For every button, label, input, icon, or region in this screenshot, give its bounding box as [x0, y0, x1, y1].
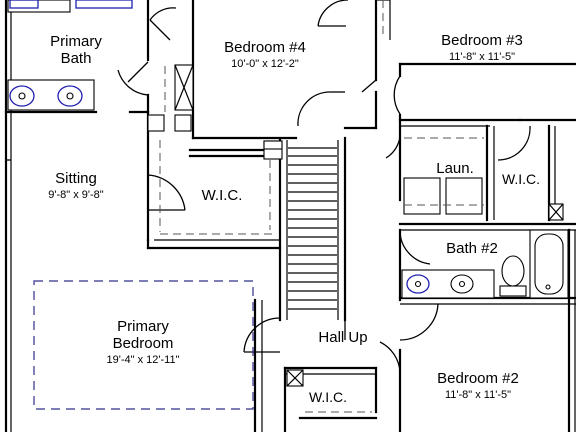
staircase: [288, 147, 337, 310]
wic-bottom-label: W.I.C.: [309, 390, 347, 407]
primary-bath-line1: Primary: [50, 33, 102, 50]
wic-right-label: W.I.C.: [502, 172, 540, 189]
fixtures: [7, 0, 569, 420]
bedroom-4-label: Bedroom #4 10'-0" x 12'-2": [224, 40, 306, 70]
primary-bath-label: Primary Bath: [50, 34, 102, 68]
doors: [6, 0, 531, 373]
sitting-name: Sitting: [55, 170, 97, 187]
bedroom-4-name: Bedroom #4: [224, 39, 306, 56]
bedroom-2-name: Bedroom #2: [437, 370, 519, 387]
hall-name: Hall Up: [318, 329, 368, 346]
primary-bedroom-line1: Primary: [117, 318, 169, 335]
bedroom-3-name: Bedroom #3: [441, 32, 523, 49]
wic-bottom-name: W.I.C.: [308, 389, 348, 405]
wic-center-label: W.I.C.: [202, 188, 243, 205]
laundry-label: Laun.: [436, 161, 474, 178]
bedroom-2-dims: 11'-8" x 11'-5": [444, 388, 512, 401]
wic-center-name: W.I.C.: [201, 187, 243, 204]
bedroom-3-dims: 11'-8" x 11'-5": [448, 50, 516, 63]
sitting-dims: 9'-8" x 9'-8": [48, 188, 104, 201]
wic-right-name: W.I.C.: [501, 171, 541, 187]
bedroom-4-dims: 10'-0" x 12'-2": [231, 57, 299, 70]
primary-bedroom-label: Primary Bedroom 19'-4" x 12'-11": [107, 319, 180, 366]
hall-label: Hall Up: [318, 330, 367, 347]
primary-bedroom-dims: 19'-4" x 12'-11": [106, 353, 180, 366]
bath-2-name: Bath #2: [446, 240, 498, 257]
bedroom-3-label: Bedroom #3 11'-8" x 11'-5": [441, 33, 523, 63]
primary-bath-line2: Bath: [60, 49, 92, 67]
sitting-label: Sitting 9'-8" x 9'-8": [48, 171, 103, 201]
bedroom-2-label: Bedroom #2 11'-8" x 11'-5": [437, 371, 519, 401]
primary-bedroom-line2: Bedroom: [112, 334, 174, 352]
bath-2-label: Bath #2: [446, 241, 498, 258]
laundry-name: Laun.: [436, 160, 474, 177]
